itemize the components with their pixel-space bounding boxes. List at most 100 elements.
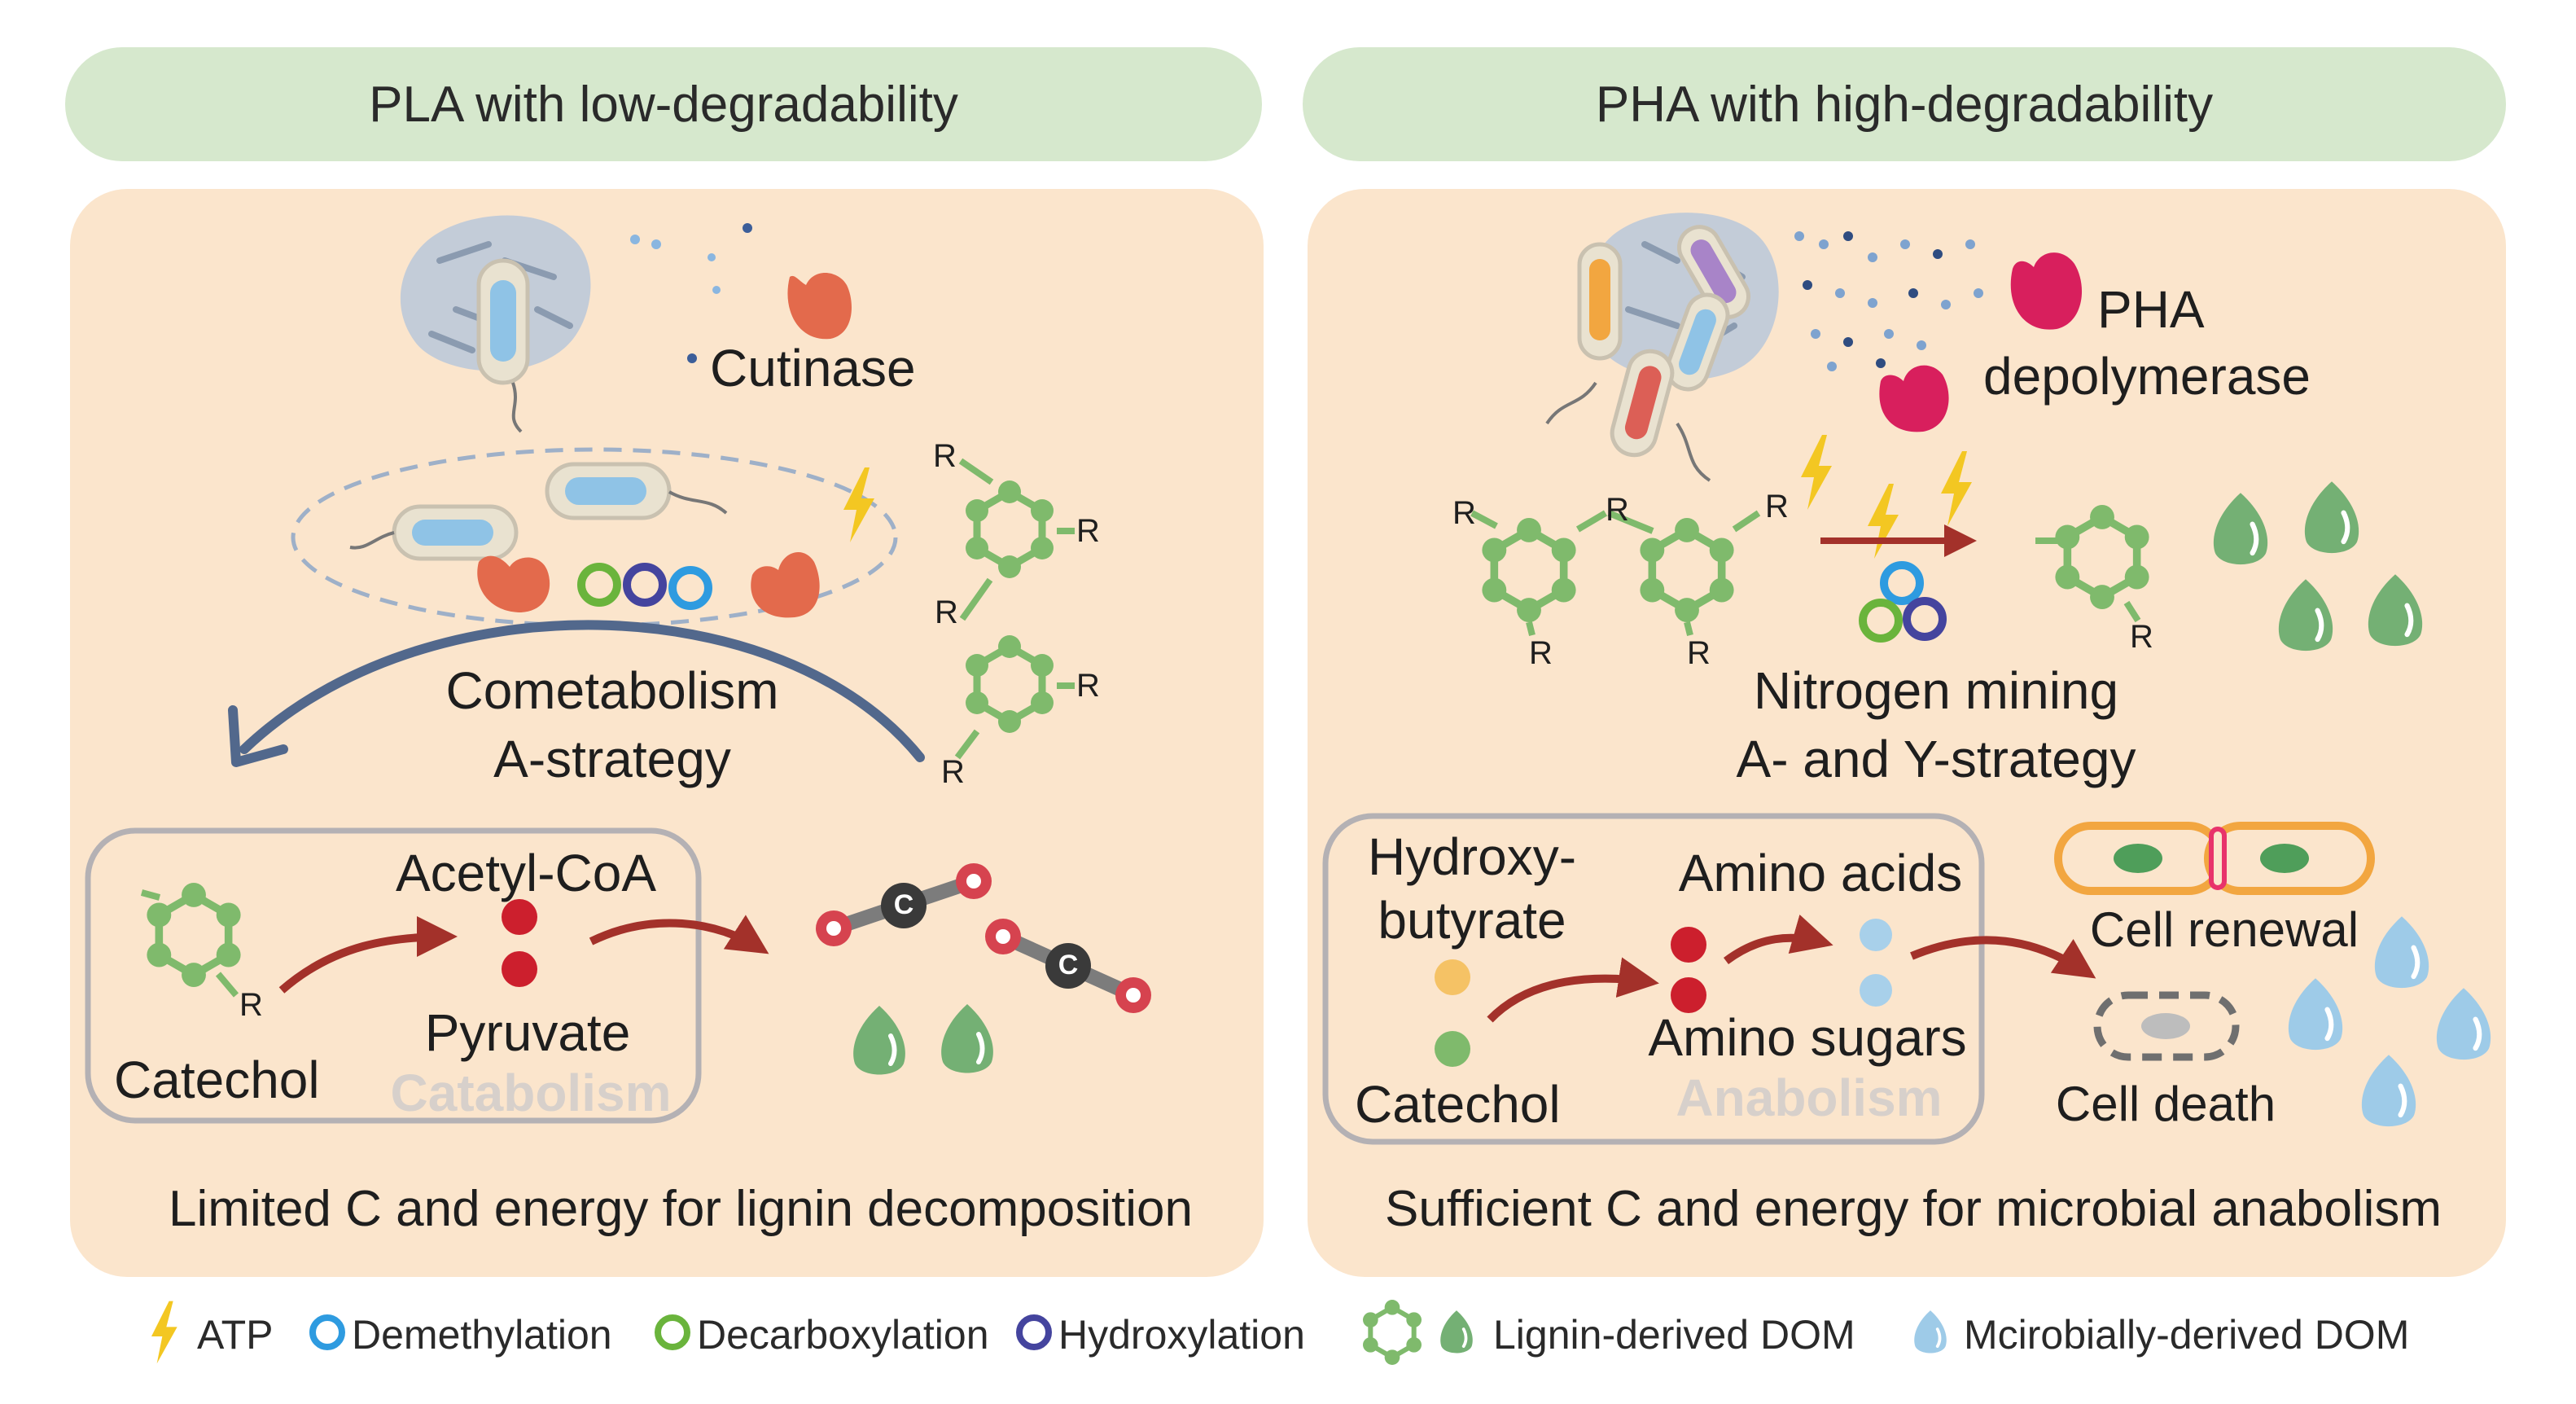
lignin-dom-drop-right-1 <box>2214 493 2267 564</box>
amino-dot-2 <box>1860 974 1892 1007</box>
r-label-right-1: R <box>1452 495 1476 531</box>
lignin-dom-drop-right-4 <box>2368 574 2422 646</box>
cutinase-icon-left-2 <box>751 551 820 618</box>
catechol-dot-right <box>1435 1031 1470 1067</box>
legend-atp-label: ATP <box>197 1312 274 1358</box>
bacterium-right-red <box>1545 349 1711 482</box>
amino-dot-1 <box>1860 919 1892 951</box>
metabolite-to-amino-arrow <box>1724 914 1833 965</box>
legend-lignin-dom-label: Lignin-derived DOM <box>1493 1312 1855 1358</box>
cometabolism-label: Cometabolism <box>445 661 779 720</box>
hydroxybutyrate-label-2: butyrate <box>1378 891 1566 950</box>
amino-to-cell-arrow <box>1910 936 2096 979</box>
legend-hydroxylation-icon <box>1016 1314 1052 1350</box>
lignin-dimer-left <box>954 458 1075 760</box>
left-header-title: PLA with low-degradability <box>369 76 958 133</box>
co2-carbon-label-1: C <box>893 889 914 920</box>
catabolism-label: Catabolism <box>390 1064 672 1122</box>
pyruvate-label: Pyruvate <box>424 1003 631 1062</box>
right-panel <box>1308 189 2506 1277</box>
enzyme-particles-left <box>630 223 752 363</box>
legend-hydroxylation-label: Hydroxylation <box>1058 1312 1305 1358</box>
metabolite-dot-left-1 <box>502 899 537 935</box>
bacterium-left-aggregate <box>476 258 530 433</box>
left-header: PLA with low-degradability <box>65 47 1262 161</box>
microbial-dom-drop-1 <box>2375 916 2429 988</box>
catabolism-to-co2-arrow <box>589 915 769 954</box>
cutinase-label: Cutinase <box>710 339 916 397</box>
acetyl-coa-label: Acetyl-CoA <box>395 844 657 902</box>
r-label-left-5: R <box>941 754 965 790</box>
lignin-dom-drop-left-2 <box>941 1004 993 1073</box>
decarboxylation-ring-right <box>1859 599 1903 643</box>
right-header: PHA with high-degradability <box>1303 47 2506 161</box>
catechol-label-right: Catechol <box>1355 1075 1561 1134</box>
amino-acids-label: Amino acids <box>1678 844 1963 902</box>
microbial-dom-drop-3 <box>2437 988 2491 1060</box>
cutinase-icon-left-1 <box>477 555 550 612</box>
lignin-dom-drop-right-3 <box>2279 579 2333 651</box>
catabolism-box <box>85 827 702 1124</box>
legend-microbial-dom-label: Mcirobially-derived DOM <box>1964 1312 2410 1358</box>
lignin-dimer-right <box>1470 510 1761 636</box>
legend-demethylation-label: Demethylation <box>352 1312 612 1358</box>
r-label-right-2: R <box>1606 492 1629 528</box>
enzyme-particles-right <box>1794 231 1983 371</box>
bacterium-left-1 <box>349 504 519 561</box>
demethylation-ring-left <box>668 566 712 610</box>
substrate-to-amino-arrow <box>1487 957 1659 1023</box>
left-footer: Limited C and energy for lignin decompos… <box>169 1181 1193 1237</box>
atp-bolt-right-1 <box>1801 435 1832 510</box>
catechol-to-acetylcoa-arrow <box>278 916 458 994</box>
hydroxybutyrate-dot <box>1435 959 1470 995</box>
r-label-right-3: R <box>1765 489 1789 524</box>
bacterium-left-2 <box>545 462 728 520</box>
r-label-left-2: R <box>1076 513 1100 549</box>
r-label-left-4: R <box>1076 668 1100 704</box>
depolymerase-label: depolymerase <box>1983 347 2311 406</box>
legend-atp-icon <box>151 1301 177 1364</box>
r-label-left-1: R <box>933 438 957 474</box>
legend-demethylation-icon <box>309 1314 345 1350</box>
right-footer: Sufficient C and energy for microbial an… <box>1384 1181 2442 1237</box>
hydroxylation-ring-right <box>1903 597 1947 641</box>
legend-decarboxylation-label: Decarboxylation <box>697 1312 989 1358</box>
atp-bolt-right-2 <box>1868 484 1899 559</box>
catechol-ring-left <box>140 883 241 998</box>
cometabolism-arrow <box>239 620 925 762</box>
lignin-dom-drop-left-1 <box>853 1006 905 1075</box>
pha-label: PHA <box>2097 280 2205 339</box>
cell-renewal-icon <box>2054 822 2375 895</box>
anabolism-box <box>1322 813 1985 1145</box>
microbial-dom-drop-2 <box>2289 978 2342 1050</box>
r-label-right-4: R <box>1529 635 1553 671</box>
atp-bolt-left <box>843 467 874 542</box>
legend-microbial-drop-icon <box>1912 1309 1948 1355</box>
depolymerase-icon-1 <box>2010 252 2083 330</box>
cell-death-label: Cell death <box>2055 1077 2276 1131</box>
r-label-right-5: R <box>1687 635 1711 671</box>
legend-lignin-ring-icon <box>1363 1300 1422 1365</box>
metabolite-dot-right-2 <box>1671 977 1706 1013</box>
legend-decarboxylation-icon <box>655 1314 690 1350</box>
amino-sugars-label: Amino sugars <box>1648 1008 1967 1067</box>
depolymerase-icon-2 <box>1879 365 1949 432</box>
anabolism-label: Anabolism <box>1676 1068 1943 1127</box>
r-label-catechol-left: R <box>239 987 263 1023</box>
metabolite-dot-left-2 <box>502 951 537 987</box>
right-header-title: PHA with high-degradability <box>1595 76 2214 133</box>
bacterium-right-orange <box>1577 242 1623 361</box>
ay-strategy-label: A- and Y-strategy <box>1736 730 2136 788</box>
bacterium-right-blue <box>1665 292 1730 392</box>
atp-bolt-right-3 <box>1941 451 1972 526</box>
lignin-dom-drop-right-2 <box>2305 481 2359 553</box>
cell-death-icon <box>2093 991 2240 1061</box>
demethylation-ring-right <box>1880 561 1924 605</box>
r-label-left-3: R <box>935 595 958 630</box>
hydroxylation-ring-left <box>623 563 667 607</box>
a-strategy-label: A-strategy <box>493 730 731 788</box>
cutinase-icon <box>787 272 852 340</box>
bacterium-right-purple <box>1677 225 1750 319</box>
catechol-label-left: Catechol <box>114 1051 320 1109</box>
